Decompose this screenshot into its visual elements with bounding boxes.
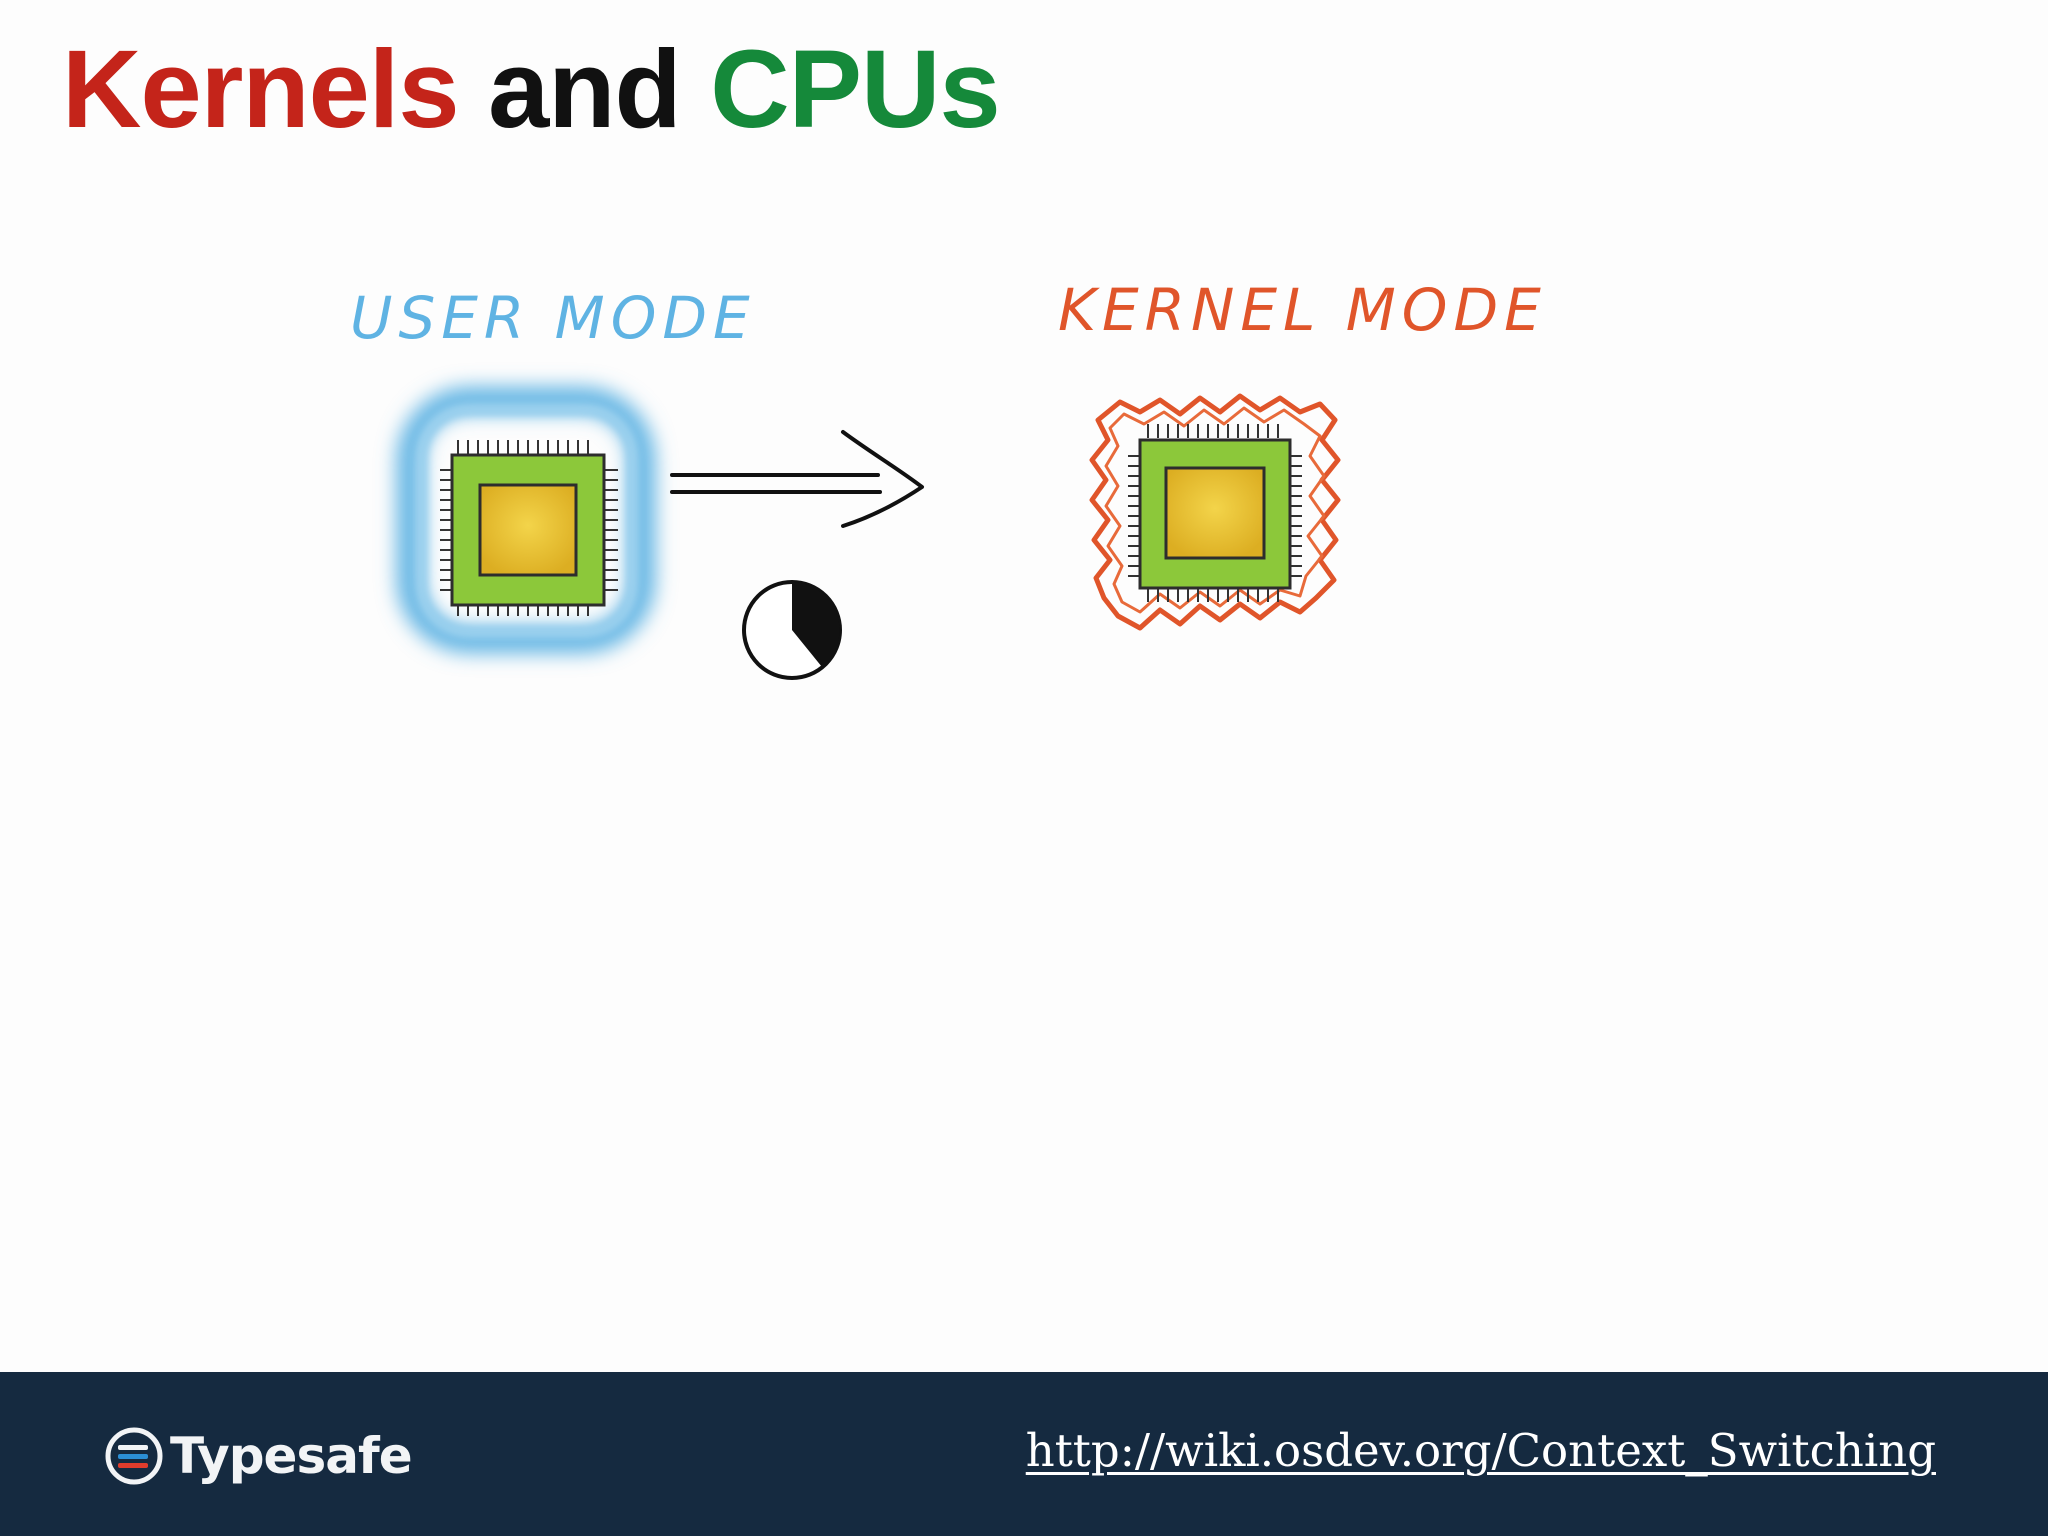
footer-bar: Typesafe http://wiki.osdev.org/Context_S… xyxy=(0,1372,2048,1536)
context-switch-diagram: USER MODE KERNEL MODE xyxy=(350,276,1547,680)
double-arrow-icon xyxy=(670,430,924,528)
source-link[interactable]: http://wiki.osdev.org/Context_Switching xyxy=(1025,1424,1936,1477)
slide-title: Kernels and CPUs xyxy=(62,28,1001,151)
user-cpu-pins xyxy=(440,440,618,616)
kernel-mode-scribble-inner xyxy=(1104,406,1326,614)
kernel-cpu-pins xyxy=(1128,424,1302,602)
kernel-cpu-die xyxy=(1164,466,1266,560)
title-word-cpus: CPUs xyxy=(710,28,1000,151)
user-mode-label: USER MODE xyxy=(350,284,756,352)
title-word-and: and xyxy=(458,28,711,151)
typesafe-logo-text: Typesafe xyxy=(170,1427,413,1485)
typesafe-logo-icon xyxy=(105,1427,163,1485)
clock-icon xyxy=(742,580,842,680)
user-mode-glow-inner xyxy=(417,405,637,637)
typesafe-logo: Typesafe xyxy=(104,1426,413,1486)
kernel-mode-label: KERNEL MODE xyxy=(1058,276,1547,344)
kernel-mode-cpu xyxy=(1089,393,1341,631)
user-cpu-die xyxy=(478,483,578,577)
user-mode-cpu xyxy=(397,387,655,653)
kernel-mode-scribble-outer xyxy=(1089,393,1341,631)
title-word-kernels: Kernels xyxy=(62,28,460,151)
user-mode-glow xyxy=(397,387,655,653)
